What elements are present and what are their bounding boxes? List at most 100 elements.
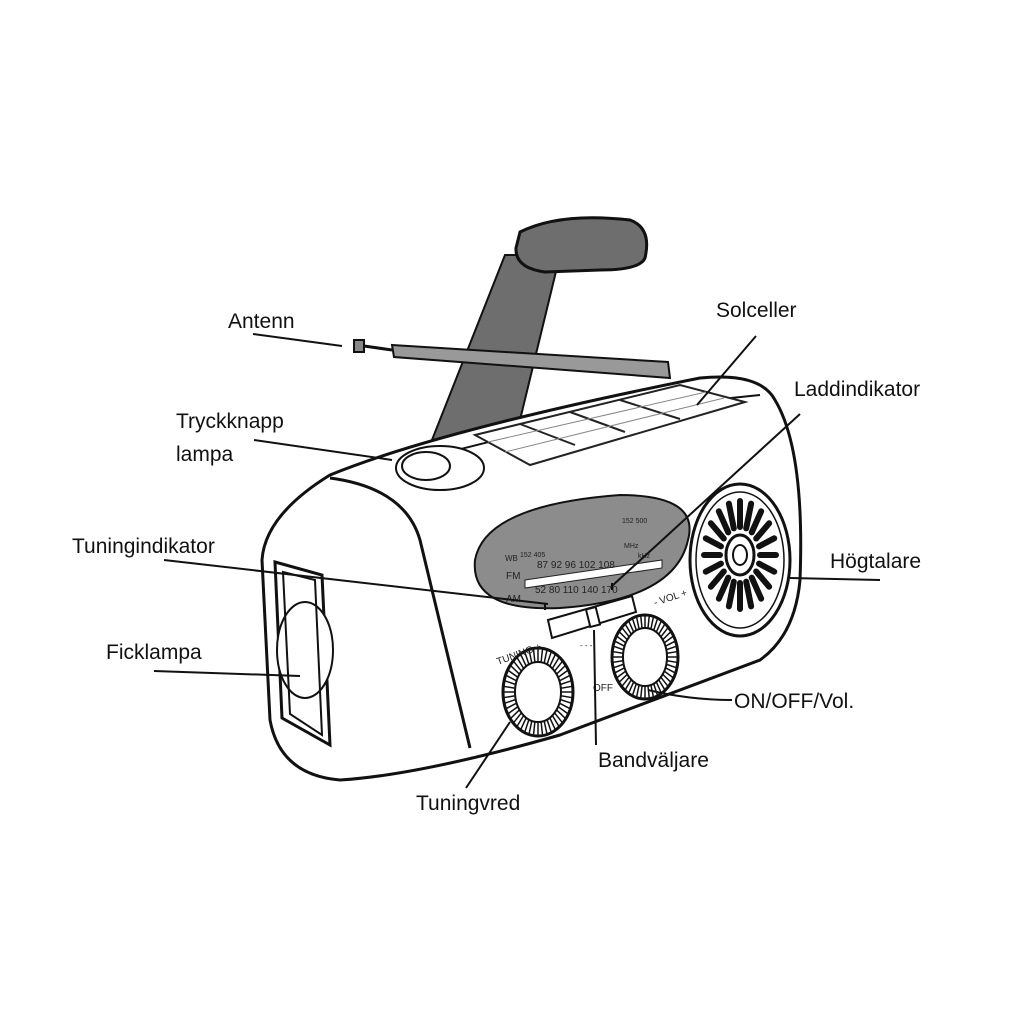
volume-knob [610,613,680,701]
label-tuningvred: Tuningvred [416,792,520,815]
speaker-slot [702,560,724,575]
speaker-slot [715,508,732,536]
knob-ridge [559,675,570,682]
speaker-slot [748,574,765,602]
knob-ridge [551,657,560,669]
knob-ridge [504,695,515,699]
knob-ridge [632,619,638,631]
dial-wb-values-left: 152 405 [520,552,545,559]
leader-laddindikator [611,413,801,587]
knob-ridge [549,654,556,667]
speaker-slot [707,520,727,542]
flashlight [273,560,334,748]
dial-wb-label: WB [505,554,518,563]
dial-wb-values-right: 152 500 [622,518,647,525]
knob-ridge [647,685,650,698]
knob-ridge [513,661,522,672]
antenna [353,339,672,380]
knob-ridge [624,624,632,635]
knob-ridge [524,652,530,665]
label-ficklampa: Ficklampa [106,641,202,664]
knob-ridge [560,680,572,685]
knob-ridge [658,624,666,635]
speaker-slot [715,574,732,602]
knob-ridge [628,621,635,633]
knob-ridge [554,712,563,723]
knob-ridge [615,667,625,674]
knob-ridge [504,699,516,704]
leader-tryckknapp [253,439,393,461]
knob-ridge [613,659,623,664]
tuning-knob [501,646,575,738]
knob-ridge [540,649,544,663]
leader-solceller [696,335,757,406]
speaker-slot [725,500,737,532]
leader-hogtalare [789,577,881,581]
knob-ridge [628,681,635,693]
knob-ridge [524,719,530,732]
knob-ridge [613,645,624,651]
knob-ridge [663,636,674,644]
speaker-slot [756,560,778,575]
label-tuningindikator: Tuningindikator [72,535,215,558]
knob-ridge [665,640,675,647]
knob-ridge [652,619,658,631]
knob-ridge [551,715,560,727]
knob-ridge [665,667,675,674]
knob-ridge [619,631,628,641]
knob-ridge [660,627,669,638]
knob-ridge [520,654,527,667]
knob-ridge [662,673,671,683]
knob-ridge [510,665,520,675]
leader-ficklampa [153,670,301,677]
label-tryckknapp-line1: Tryckknapp [176,410,284,433]
knob-ridge [658,679,666,690]
knob-ridge [621,676,630,687]
leader-tuningvred [465,721,511,789]
dial-fm-unit: MHz [624,543,639,550]
speaker-slot [753,520,773,542]
knob-ridge [561,685,572,689]
knob-ridge [635,684,640,697]
speaker-slot [743,578,755,610]
knob-ridge [516,657,525,669]
knob-ridge [667,659,677,664]
dial-fm-values: 87 92 96 102 108 [537,560,615,571]
leader-on-off-vol [647,689,733,701]
knob-ridge [613,650,623,655]
label-bandvaljare: Bandväljare [598,749,709,772]
label-on-off-vol: ON/OFF/Vol. [734,690,854,713]
label-laddindikator: Laddindikator [794,378,920,401]
lamp-push-button-inner [401,451,451,481]
leader-bandvaljare [593,629,597,746]
leader-tuningindikator [163,559,549,605]
knob-ridge [655,621,662,633]
knob-ridge [662,631,671,641]
speaker-slot [702,535,724,550]
knob-ridge [655,681,662,693]
label-solceller: Solceller [716,299,797,322]
speaker-slot [707,568,727,590]
knob-ridge [528,720,533,734]
knob-ridge [560,699,572,704]
band-selector: - - - [546,594,638,650]
knob-ridge [549,717,556,730]
knob-ridge [632,683,638,695]
knob-ridge [558,706,568,714]
knob-ridge [635,617,640,630]
knob-ridge [556,709,566,719]
tuning-dial-panel: WB 152 405 152 500 FM 87 92 96 102 108 M… [473,493,691,610]
svg-text:- - -: - - - [580,641,593,650]
knob-ridge [667,650,677,655]
knob-ridge [504,680,516,685]
knob-ridge [510,709,520,719]
knob-ridge [513,712,522,723]
knob-ridge [663,670,674,678]
knob-ridge [615,640,625,647]
leader-antenn [252,333,343,347]
knob-ridge [543,720,548,734]
label-hogtalare: Högtalare [830,550,921,573]
knob-ridge [640,685,643,698]
